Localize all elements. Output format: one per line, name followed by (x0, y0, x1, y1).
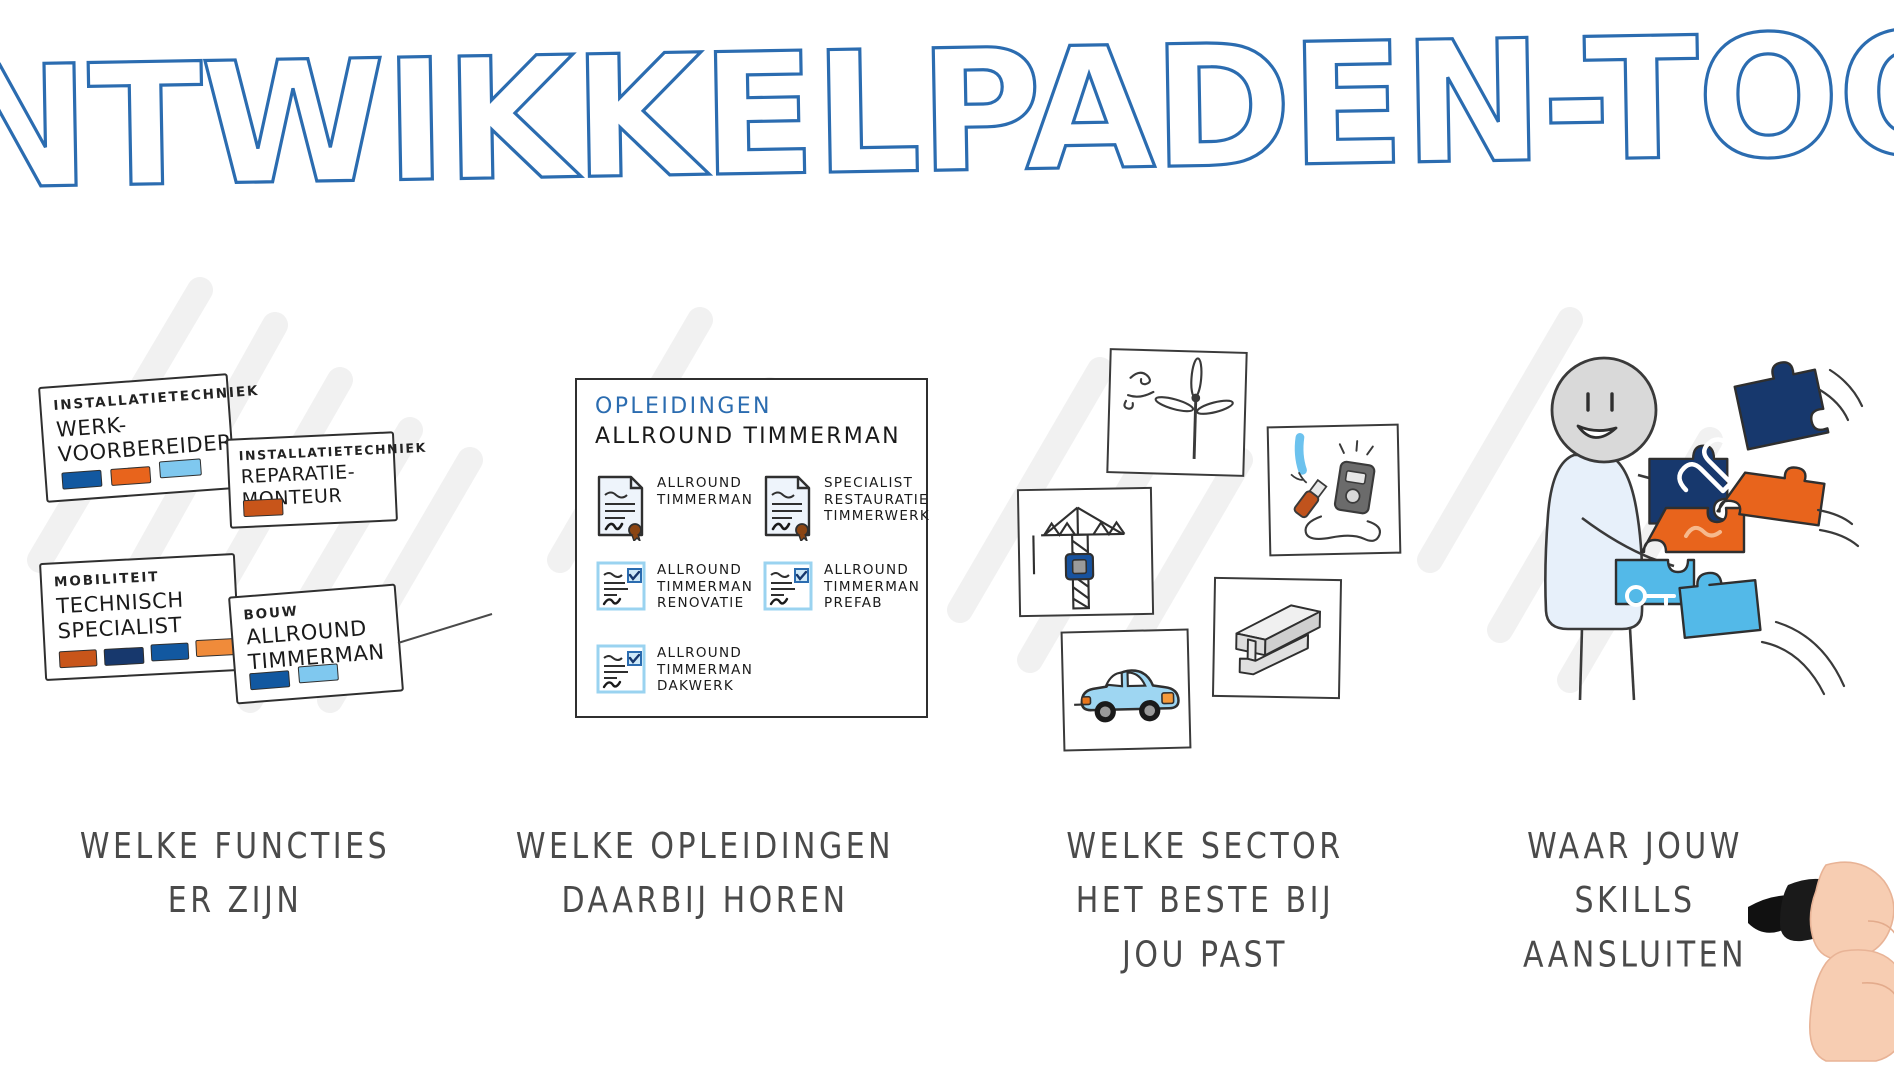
crane-tile[interactable] (1017, 487, 1154, 617)
screwdriver-multimeter-icon (1269, 426, 1400, 555)
card-tag (61, 470, 102, 490)
diploma-icon (595, 473, 647, 541)
i-beam-icon (1214, 579, 1340, 697)
course-label: ALLROUND TIMMERMAN PREFAB (824, 560, 920, 612)
certificate-icon (762, 560, 814, 612)
diploma-icon (762, 473, 814, 541)
course-item[interactable]: ALLROUND TIMMERMAN DAKWERK (595, 643, 753, 695)
column-caption: WELKE OPLEIDINGEN DAARBIJ HOREN (490, 820, 920, 929)
car-icon (1063, 631, 1190, 750)
course-label: ALLROUND TIMMERMAN (657, 473, 753, 508)
person-head (1552, 358, 1656, 462)
course-item[interactable]: ALLROUND TIMMERMAN RENOVATIE (595, 560, 753, 612)
skills-scene (1490, 350, 1870, 710)
function-card[interactable]: BOUW ALLROUND TIMMERMAN (228, 584, 404, 705)
card-tag-bars (61, 462, 202, 489)
card-role-label: WERK- VOORBEREIDER (55, 405, 233, 468)
wind-turbine-icon (1108, 350, 1245, 475)
card-tag (298, 663, 339, 683)
function-card[interactable]: MOBILITEIT TECHNISCH SPECIALIST (39, 553, 241, 681)
card-sector-label: INSTALLATIETECHNIEK (238, 440, 427, 464)
car-tile[interactable] (1061, 628, 1192, 751)
course-item[interactable]: SPECIALIST RESTAURATIE TIMMERWERK (762, 473, 930, 541)
opleidingen-panel[interactable]: OPLEIDINGEN ALLROUND TIMMERMAN ALLROUND … (575, 378, 928, 718)
function-card[interactable]: INSTALLATIETECHNIEK WERK- VOORBEREIDER (38, 373, 236, 503)
column-caption: WELKE SECTOR HET BESTE BIJ JOU PAST (1010, 820, 1400, 983)
hand (1810, 862, 1894, 1061)
course-item[interactable]: ALLROUND TIMMERMAN PREFAB (762, 560, 920, 612)
certificate-icon (595, 560, 647, 612)
panel-title: OPLEIDINGEN (595, 394, 772, 419)
card-role-label: TECHNISCH SPECIALIST (56, 588, 186, 645)
person-legs (1580, 628, 1634, 700)
steel-beam-tile[interactable] (1212, 577, 1342, 699)
card-tag (243, 498, 284, 517)
hand-with-marker (1740, 855, 1894, 1065)
column-caption: WELKE FUNCTIES ER ZIJN (40, 820, 430, 929)
flying-puzzle-navy[interactable] (1732, 356, 1828, 449)
panel-subtitle: ALLROUND TIMMERMAN (595, 424, 901, 449)
card-tag (159, 458, 202, 478)
function-card[interactable]: INSTALLATIETECHNIEK REPARATIE- MONTEUR (226, 431, 398, 529)
construction-crane-icon (1019, 489, 1152, 615)
card-tag (104, 647, 145, 666)
card-to-panel-connector (396, 610, 496, 650)
course-label: SPECIALIST RESTAURATIE TIMMERWERK (824, 473, 930, 525)
card-tag (195, 638, 236, 657)
card-tag-bars (59, 642, 237, 668)
card-sector-label: BOUW (243, 603, 299, 623)
course-item[interactable]: ALLROUND TIMMERMAN (595, 473, 753, 541)
windmill-tile[interactable] (1106, 348, 1247, 477)
card-tag-bars (243, 498, 284, 517)
course-label: ALLROUND TIMMERMAN RENOVATIE (657, 560, 753, 612)
card-tag (249, 670, 290, 690)
card-sector-label: MOBILITEIT (54, 569, 160, 591)
card-tag (59, 649, 98, 668)
course-label: ALLROUND TIMMERMAN DAKWERK (657, 643, 753, 695)
card-tag (150, 643, 189, 662)
card-tag (110, 466, 151, 486)
electrical-tile[interactable] (1267, 424, 1402, 557)
certificate-icon (595, 643, 647, 695)
page-title-text: ONTWIKKELPADEN-TOOL (0, 18, 1894, 218)
page-title: ONTWIKKELPADEN-TOOL (0, 18, 1894, 218)
